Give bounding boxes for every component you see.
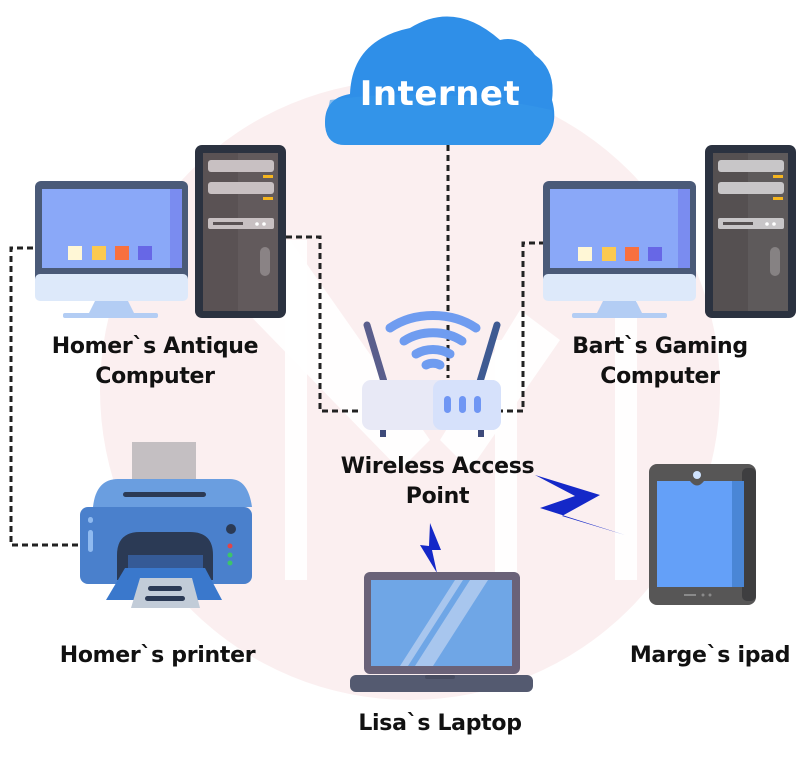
node-label-laptop: Lisa`s Laptop: [358, 711, 522, 736]
wireless-link-laptop: [420, 523, 441, 573]
node-label-bart-pc: Bart`s Gaming Computer: [525, 332, 795, 392]
label-line: Wireless Access: [340, 454, 535, 479]
label-line: Bart`s Gaming: [572, 334, 748, 359]
wireless-router-icon: [362, 310, 501, 437]
cloud-icon: [325, 16, 555, 146]
wireless-link-ipad: [535, 475, 625, 535]
link-bart-pc-router: [500, 241, 545, 413]
laptop-icon: [350, 572, 533, 692]
label-line: Homer`s Antique: [51, 334, 259, 359]
tablet-icon: [649, 464, 756, 605]
label-line: Computer: [95, 364, 215, 389]
bart-monitor-icon: [543, 181, 696, 318]
bart-tower-icon: [705, 145, 796, 318]
node-label-internet: Internet: [359, 74, 521, 114]
link-homer-pc-router: [286, 235, 362, 413]
link-homer-pc-printer: [9, 246, 80, 547]
node-label-printer: Homer`s printer: [59, 643, 256, 668]
node-label-homer-pc: Homer`s Antique Computer: [20, 332, 290, 392]
homer-monitor-icon: [35, 181, 188, 318]
label-line: Computer: [600, 364, 720, 389]
node-label-router: Wireless Access Point: [300, 452, 575, 512]
label-line: Point: [405, 484, 470, 509]
homer-tower-icon: [195, 145, 286, 318]
node-label-ipad: Marge`s ipad: [629, 643, 791, 668]
printer-icon: [80, 442, 252, 608]
